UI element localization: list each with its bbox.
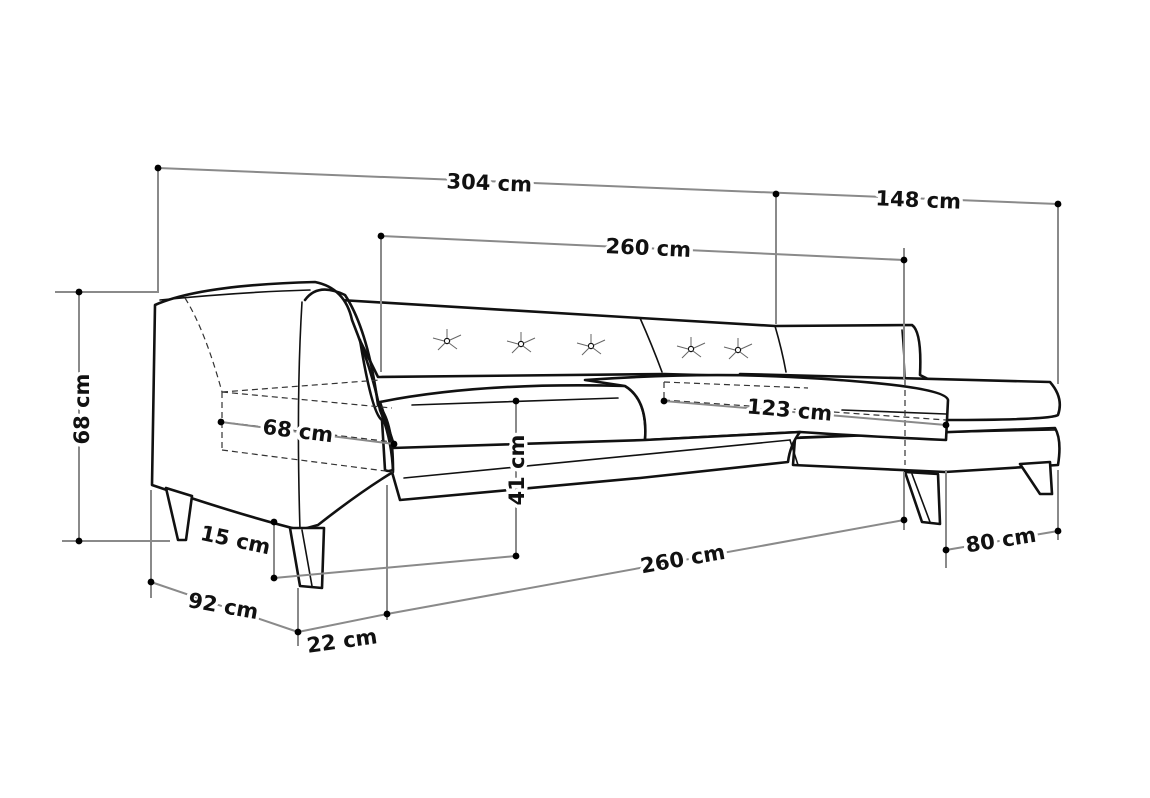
leg-front-left-inner [301,529,313,587]
dimension-lines [55,167,1059,646]
label-total-width: 304 cm [446,169,532,196]
armrest-front-panel [297,301,303,531]
sofa-legs [164,460,1054,590]
hidden-lines [184,297,947,473]
chaise-front-face [789,439,799,466]
backrest-cushion-divider [639,317,663,373]
label-chaise-front-depth: 80 cm [964,523,1038,558]
leg-back-right [1018,460,1054,496]
leg-front-right-inner [911,473,931,523]
cushion-seam-right [841,409,947,415]
sofa-drawing [150,280,1062,590]
label-back-width: 260 cm [605,234,691,262]
chaise-base [791,426,1061,474]
label-depth: 92 cm [186,588,260,624]
left-armrest [150,280,395,532]
label-leg-height: 15 cm [198,521,272,559]
leg-back-left [164,486,194,542]
armrest-inner-front [303,288,395,473]
backrest [338,298,932,382]
leg-front-right [903,470,942,526]
label-seat-height: 41 cm [505,435,529,506]
base-front-edge [403,439,791,479]
backrest-chaise-divider [774,325,787,373]
label-total-height: 68 cm [70,374,94,445]
label-front-width: 260 cm [639,540,727,578]
dimension-dots [75,164,1062,636]
armrest-top-edge [159,289,311,301]
label-chaise-width: 148 cm [875,186,961,213]
tufted-buttons [432,329,753,360]
